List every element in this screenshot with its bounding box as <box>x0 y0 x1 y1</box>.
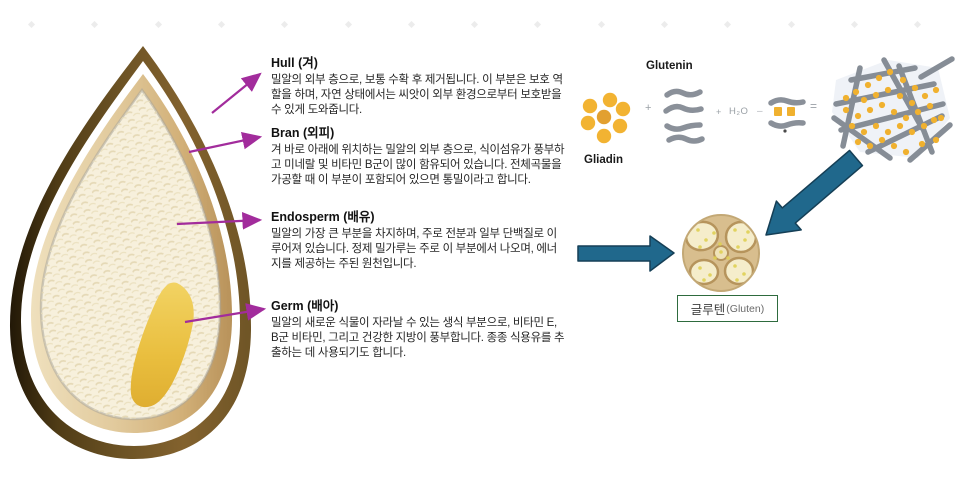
gluten-network-dots <box>842 68 945 156</box>
gluten-label-english: (Gluten) <box>726 302 765 315</box>
hull-title: Hull (겨) <box>271 56 318 70</box>
gluten-result-label-box: 글루텐 (Gluten) <box>677 295 778 322</box>
gliadin-label: Gliadin <box>584 154 623 166</box>
endosperm-section: Endosperm (배유) 밀알의 가장 큰 부분을 차지하며, 주로 전분과… <box>271 209 567 272</box>
pointer-arrows <box>176 72 267 324</box>
endosperm-title: Endosperm (배유) <box>271 210 375 224</box>
gluten-label-korean: 글루텐 <box>690 303 726 317</box>
equals-sign: = <box>810 99 818 113</box>
germ-title: Germ (배아) <box>271 299 339 313</box>
gluten-micrograph-image <box>682 214 760 292</box>
water-h2o-label: H₂O <box>729 106 749 117</box>
germ-description: 밀알의 새로운 식물이 자라날 수 있는 생식 부분으로, 비타민 E, B군 … <box>271 317 565 359</box>
glutenin-strands-icon <box>663 88 705 144</box>
dash-sign: – <box>757 106 763 117</box>
hull-section: Hull (겨) 밀알의 외부 층으로, 보통 수확 후 제거됩니다. 이 부분… <box>271 55 567 118</box>
hull-description: 밀알의 외부 층으로, 보통 수확 후 제거됩니다. 이 부분은 보호 역할을 … <box>271 74 563 116</box>
top-tick-marks <box>0 20 971 30</box>
grain-germ-shape <box>130 282 194 408</box>
arrow-to-gluten-diagonal-icon <box>765 149 864 236</box>
germ-section: Germ (배아) 밀알의 새로운 식물이 자라날 수 있는 생식 부분으로, … <box>271 298 567 361</box>
arrow-to-gluten-right-icon <box>577 235 675 272</box>
hull-pointer-arrow <box>211 72 262 114</box>
gluten-network-icon <box>831 56 955 163</box>
plus-sign-1: + <box>645 102 652 114</box>
gliadin-molecules-icon <box>580 92 631 144</box>
wheat-grain-illustration <box>9 46 267 459</box>
germ-pointer-arrow <box>184 303 267 324</box>
bran-title: Bran (외피) <box>271 126 335 140</box>
glutenin-label: Glutenin <box>646 60 693 72</box>
endosperm-description: 밀알의 가장 큰 부분을 차지하며, 주로 전분과 일부 단백질로 이루어져 있… <box>271 228 557 270</box>
bran-description: 겨 바로 아래에 위치하는 밀알의 외부 층으로, 식이섬유가 풍부하고 미네랄… <box>271 144 565 186</box>
endosperm-pointer-arrow <box>176 212 263 230</box>
gluten-formation-diagram <box>577 56 955 292</box>
plus-sign-2: + <box>716 107 722 117</box>
hydrated-complex-icon <box>768 97 806 133</box>
bran-pointer-arrow <box>188 132 263 154</box>
bran-section: Bran (외피) 겨 바로 아래에 위치하는 밀알의 외부 층으로, 식이섬유… <box>271 125 567 188</box>
